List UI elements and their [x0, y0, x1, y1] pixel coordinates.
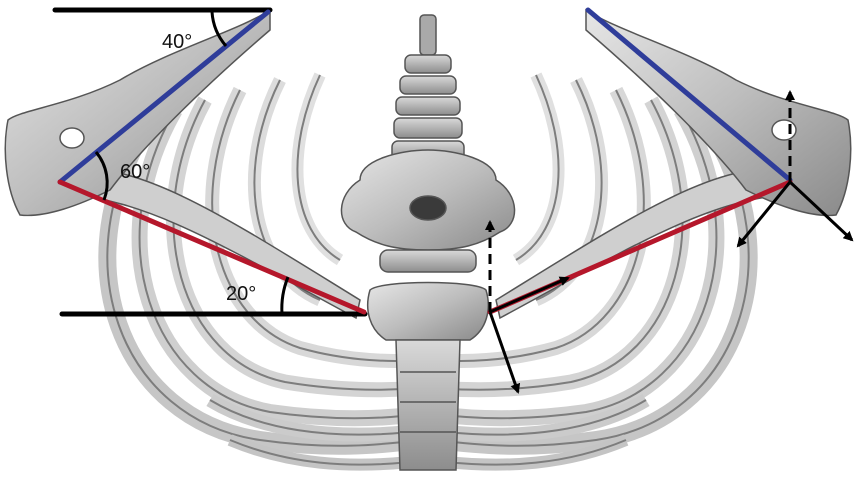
spine	[341, 15, 514, 272]
rib	[516, 75, 559, 260]
manubrium	[368, 283, 489, 341]
sternal-body	[396, 340, 460, 470]
vertebra	[400, 76, 456, 94]
angle-arc-20	[282, 277, 288, 314]
rib	[297, 75, 340, 260]
right-glenoid	[772, 120, 796, 140]
vertebra	[380, 250, 476, 272]
vertebra	[394, 118, 462, 138]
angle-label-20: 20°	[226, 283, 256, 305]
spine-top	[420, 15, 436, 55]
vertebra	[405, 55, 451, 73]
angle-label-60: 60°	[120, 161, 150, 183]
vertebra	[396, 97, 460, 115]
left-glenoid	[60, 128, 84, 148]
angle-label-40: 40°	[162, 31, 192, 53]
vertebral-foramen	[410, 196, 446, 220]
